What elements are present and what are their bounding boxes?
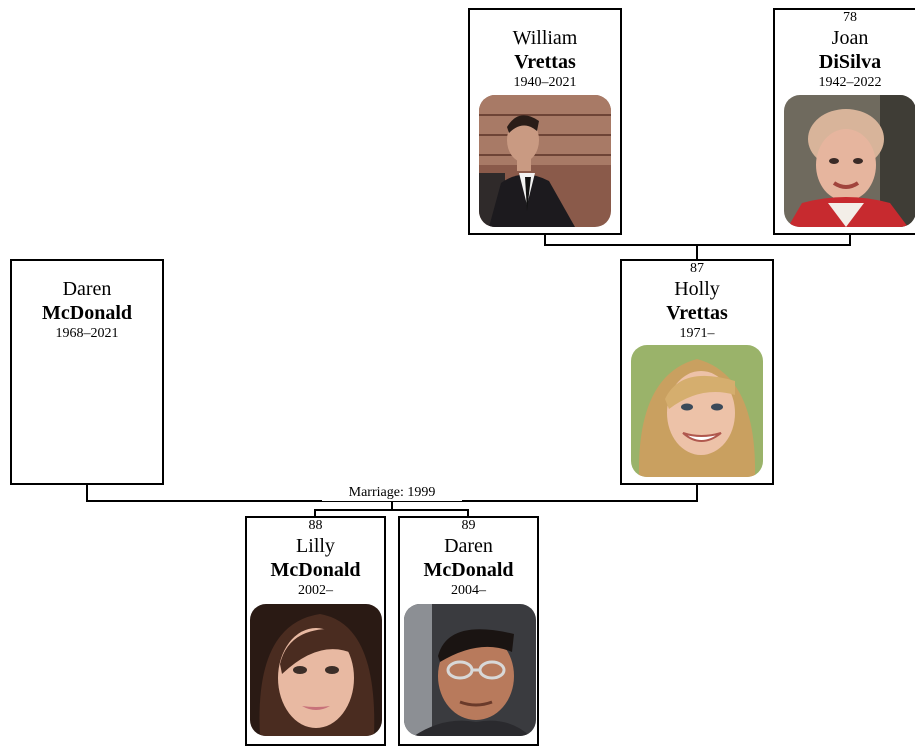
life-dates: 1942–2022 <box>818 75 882 90</box>
photo-of-young-woman <box>250 604 382 736</box>
first-name: William <box>512 27 578 49</box>
person-id <box>470 10 620 26</box>
first-name: Lilly <box>296 535 335 557</box>
marriage-label: Marriage: 1999 <box>322 485 462 501</box>
person-william-vrettas[interactable]: William Vrettas 1940–2021 <box>468 8 622 235</box>
first-name: Holly <box>674 278 720 300</box>
first-name: Daren <box>444 535 493 557</box>
person-id: 88 <box>308 518 323 533</box>
photo-of-smiling-blonde-woman <box>631 345 763 477</box>
first-name: Daren <box>62 278 112 300</box>
life-dates: 1971– <box>679 326 715 341</box>
last-name: McDonald <box>42 302 132 324</box>
children-connector <box>314 509 469 517</box>
person-id: 87 <box>690 261 704 276</box>
life-dates: 1940–2021 <box>513 75 577 90</box>
person-id <box>12 261 162 277</box>
last-name: Vrettas <box>666 302 728 324</box>
last-name: McDonald <box>270 559 361 581</box>
last-name: DiSilva <box>818 51 882 73</box>
photo-of-man-in-suit <box>479 95 611 227</box>
person-lilly-mcdonald[interactable]: 88 Lilly McDonald 2002– <box>245 516 386 746</box>
life-dates: 1968–2021 <box>55 326 119 341</box>
person-holly-vrettas[interactable]: 87 Holly Vrettas 1971– <box>620 259 774 485</box>
life-dates: 2004– <box>451 583 486 598</box>
last-name: McDonald <box>423 559 514 581</box>
person-id: 78 <box>843 10 857 25</box>
photo-of-elderly-woman <box>784 95 915 227</box>
first-name: Joan <box>831 27 869 49</box>
life-dates: 2002– <box>298 583 333 598</box>
person-daren-mcdonald-sr[interactable]: Daren McDonald 1968–2021 <box>10 259 164 485</box>
person-id: 89 <box>461 518 476 533</box>
photo-of-man-with-glasses <box>404 604 536 736</box>
person-joan-disilva[interactable]: 78 Joan DiSilva 1942–2022 <box>773 8 915 235</box>
last-name: Vrettas <box>514 51 576 73</box>
person-daren-mcdonald-jr[interactable]: 89 Daren McDonald 2004– <box>398 516 539 746</box>
